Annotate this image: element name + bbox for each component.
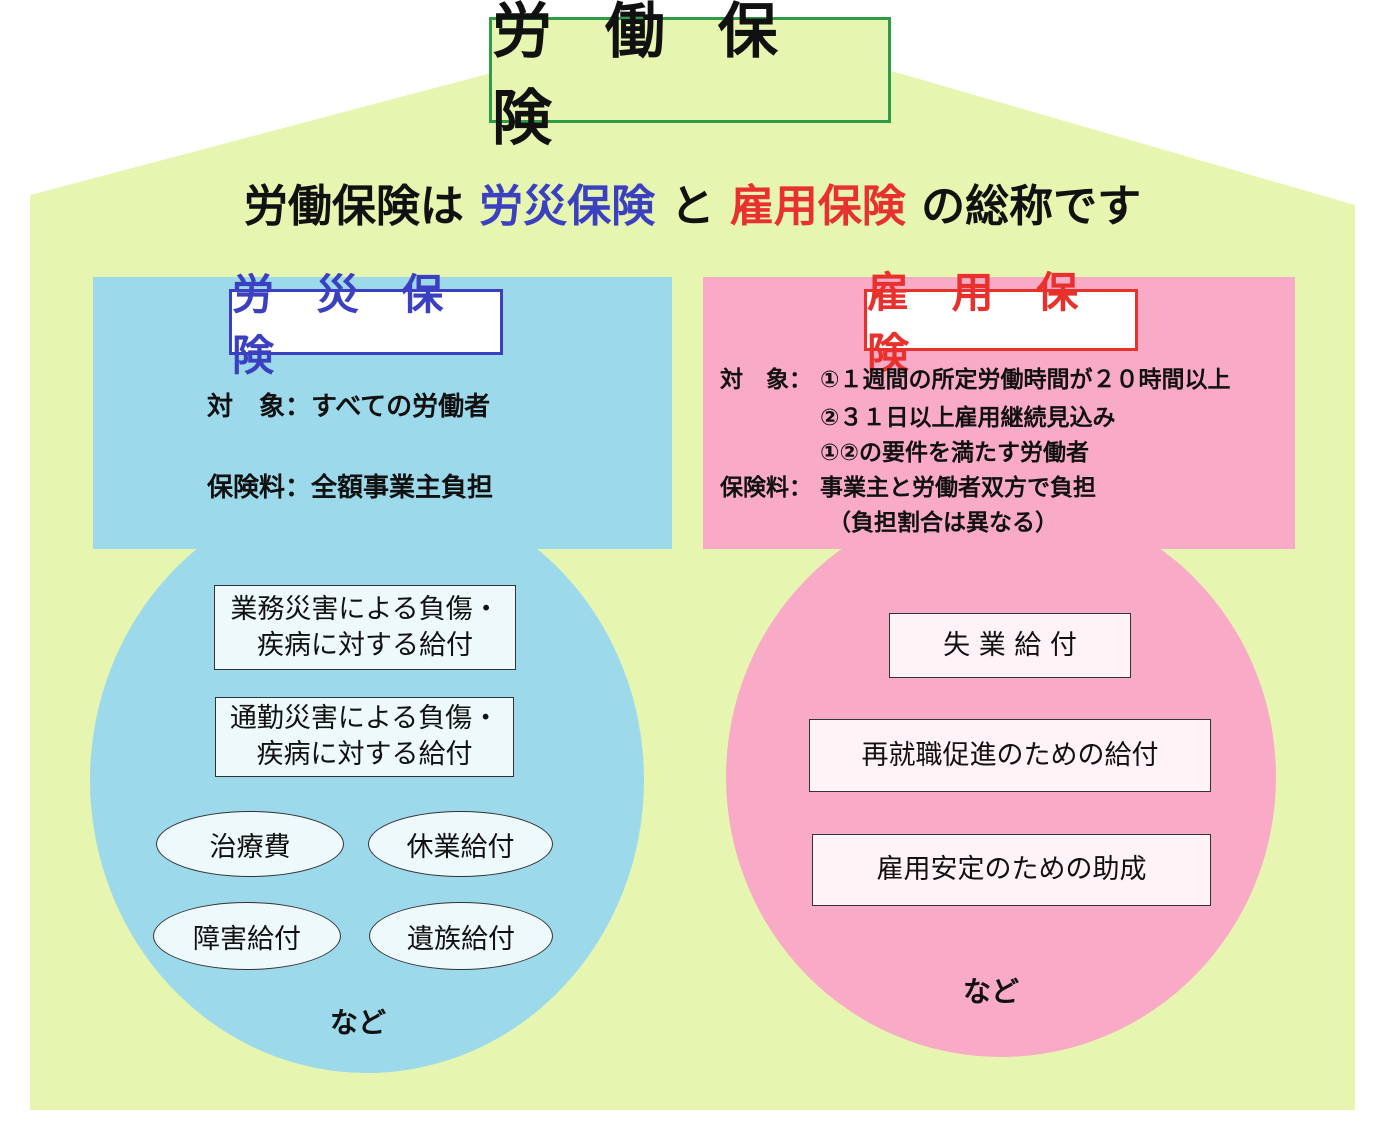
ellipse-survivor-benefit: 遺族給付: [369, 902, 553, 970]
subtitle-koyou: 雇用保険: [729, 181, 906, 232]
koyou-benefit-stabilization: 雇用安定のための助成: [812, 834, 1211, 906]
ellipse-label: 遺族給付: [407, 923, 515, 955]
benefit-line: 業務災害による負傷・: [230, 593, 500, 625]
rousai-premium: 保険料：全額事業主負担: [207, 467, 493, 504]
rousai-target: 対 象：すべての労働者: [207, 386, 490, 423]
rousai-heading: 労 災 保 険: [232, 270, 458, 380]
koyou-heading-box: 雇 用 保 険: [864, 268, 1138, 378]
subtitle-part3: の総称です: [905, 181, 1142, 232]
koyou-target-line-3: ①②の要件を満たす労働者: [820, 440, 1089, 466]
subtitle-rousai: 労災保険: [479, 181, 656, 232]
koyou-etc: など: [963, 975, 1020, 1008]
ellipse-label: 障害給付: [193, 923, 301, 955]
koyou-target-line-2: ②３１日以上雇用継続見込み: [820, 405, 1116, 431]
benefit-label: 再就職促進のための給付: [861, 739, 1159, 771]
koyou-heading: 雇 用 保 険: [867, 268, 1093, 378]
page-title: 労 働 保 険: [492, 0, 794, 154]
rousai-benefit-work-injury: 業務災害による負傷・ 疾病に対する給付: [214, 585, 516, 670]
rousai-etc: など: [330, 1006, 387, 1039]
benefit-line: 疾病に対する給付: [257, 629, 473, 661]
koyou-premium-line-2: （負担割合は異なる）: [828, 510, 1058, 536]
rousai-target-value: すべての労働者: [311, 392, 491, 422]
subtitle-part1: 労働保険は: [243, 181, 480, 232]
benefit-label: 失 業 給 付: [943, 629, 1077, 661]
koyou-target-label: 対 象：: [720, 367, 812, 393]
koyou-premium-line-1: 事業主と労働者双方で負担: [820, 475, 1096, 501]
benefit-line: 通勤災害による負傷・: [229, 703, 500, 734]
koyou-target-line-1: ①１週間の所定労働時間が２０時間以上: [820, 367, 1231, 393]
title-box: 労 働 保 険: [489, 0, 891, 154]
benefit-line: 疾病に対する給付: [256, 739, 473, 770]
rousai-circle: [90, 487, 644, 1073]
rousai-premium-value: 全額事業主負担: [311, 473, 494, 503]
ellipse-leave-benefit: 休業給付: [368, 811, 553, 877]
ellipse-label: 治療費: [209, 831, 291, 863]
subtitle: 労働保険は 労災保険 と 雇用保険 の総称です: [30, 170, 1355, 234]
benefit-label: 雇用安定のための助成: [876, 854, 1147, 885]
rousai-target-label: 対 象：: [207, 392, 312, 422]
ellipse-label: 休業給付: [406, 831, 515, 863]
rousai-premium-label: 保険料：: [207, 473, 312, 503]
ellipse-medical-cost: 治療費: [156, 811, 344, 877]
koyou-benefit-reemployment: 再就職促進のための給付: [809, 719, 1211, 792]
subtitle-part2: と: [655, 181, 730, 232]
rousai-benefit-commute-injury: 通勤災害による負傷・ 疾病に対する給付: [215, 697, 514, 777]
rousai-heading-box: 労 災 保 険: [229, 270, 503, 380]
ellipse-disability-benefit: 障害給付: [153, 902, 341, 970]
koyou-benefit-unemployment: 失 業 給 付: [889, 613, 1131, 678]
koyou-premium-label: 保険料：: [720, 475, 812, 501]
